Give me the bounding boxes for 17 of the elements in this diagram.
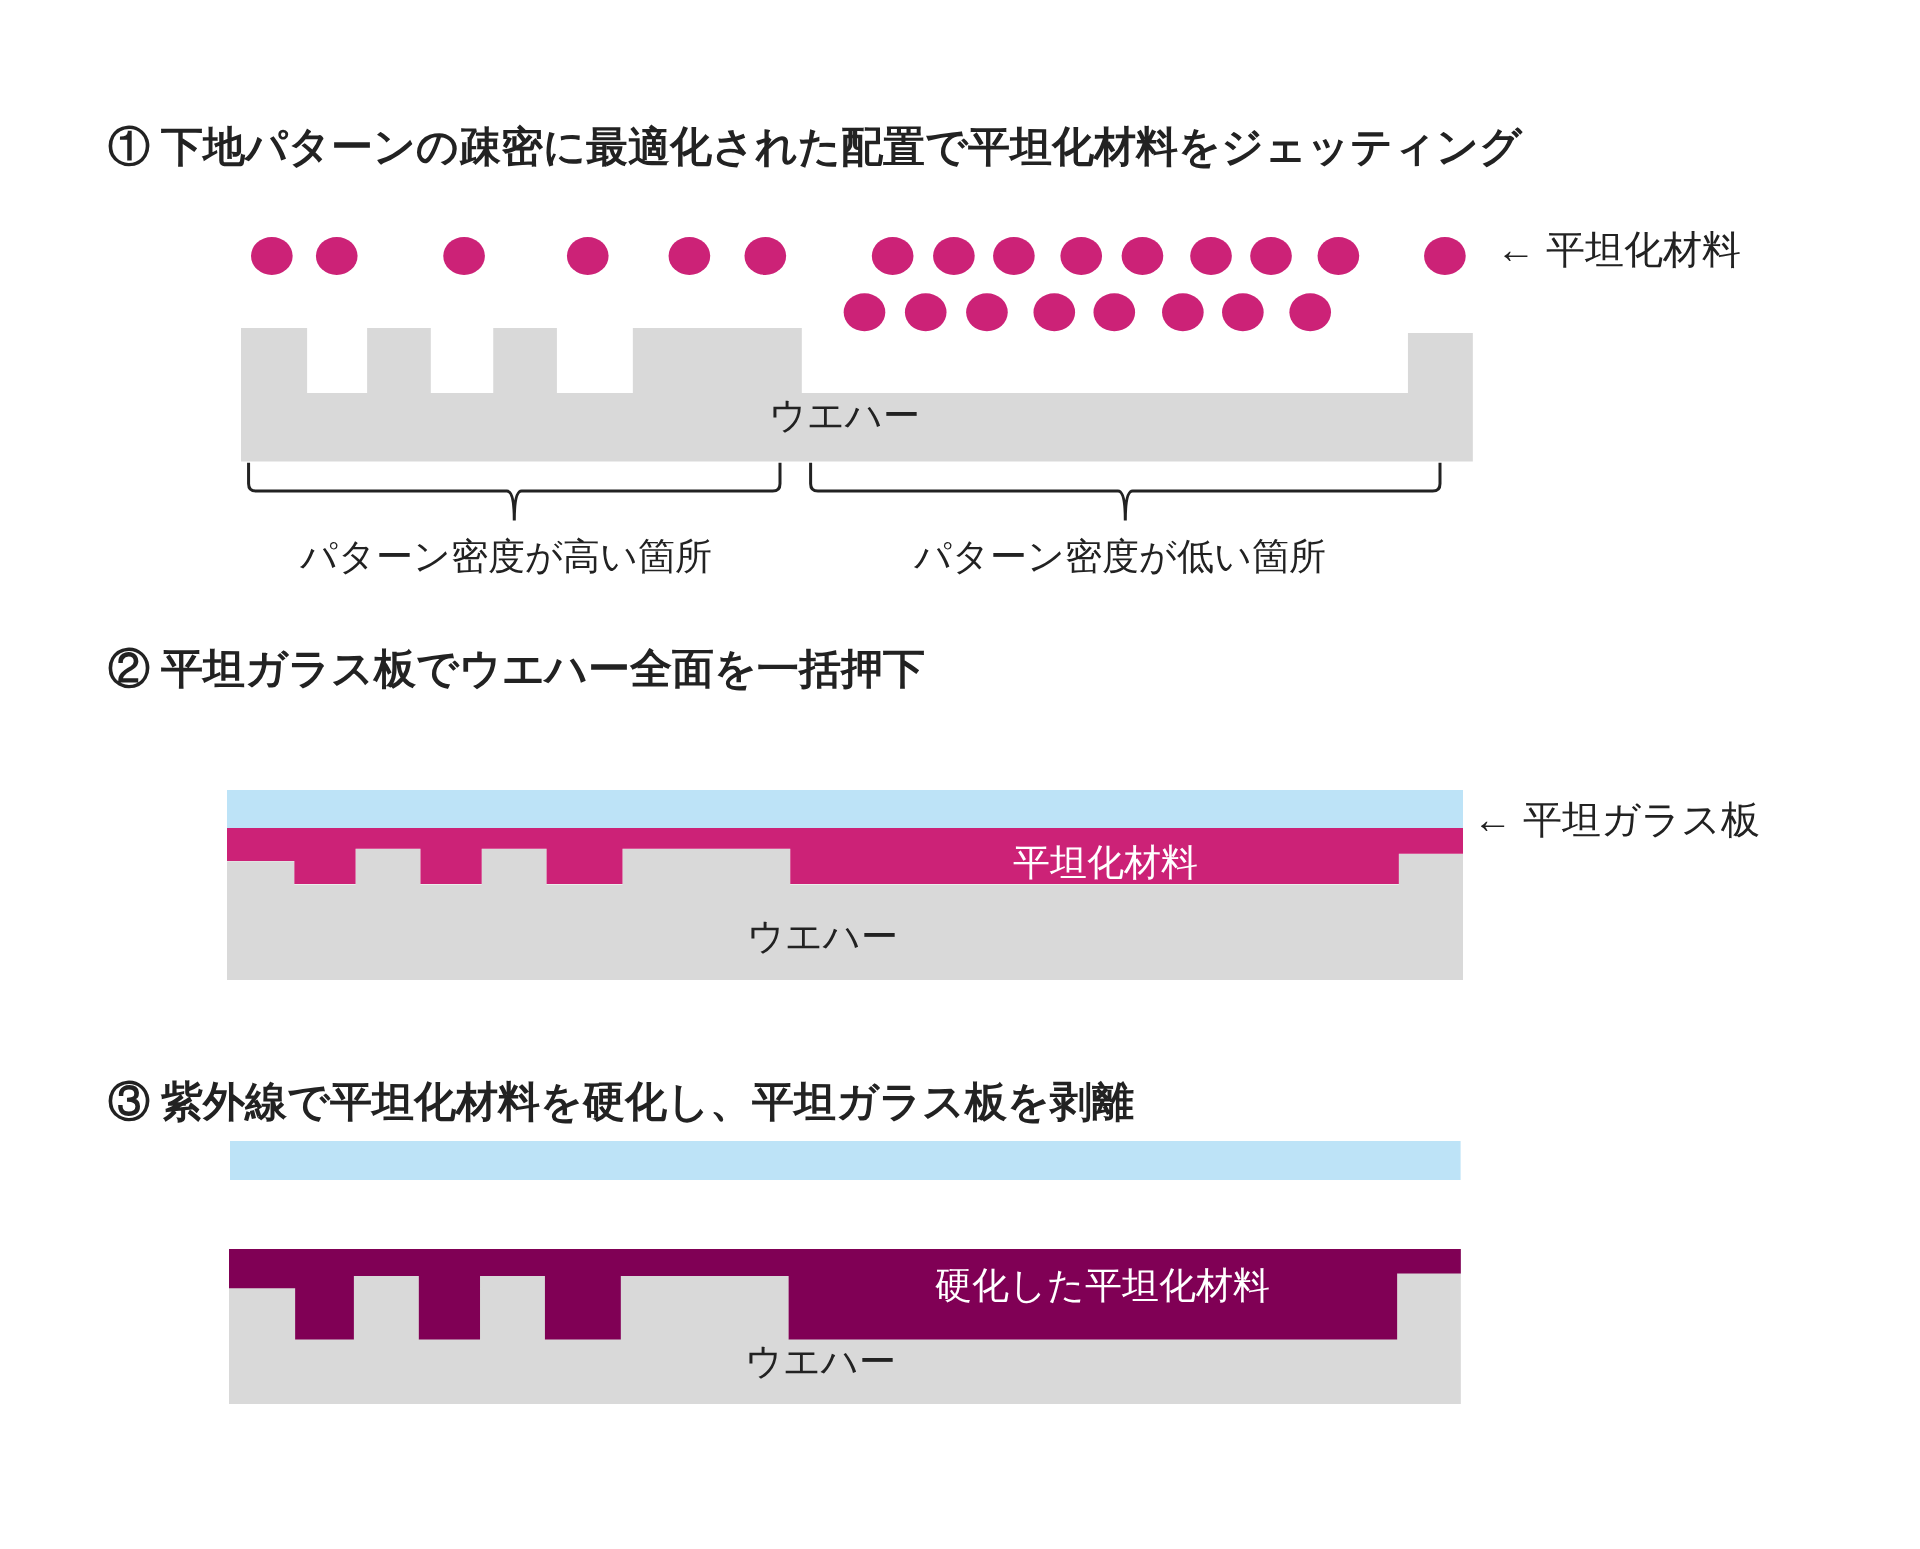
- step-heading: ② 平坦ガラス板でウエハー全面を一括押下: [107, 643, 926, 694]
- step-heading: ① 下地パターンの疎密に最適化された配置で平坦化材料をジェッティング: [107, 121, 1523, 172]
- wafer-cross-section: [241, 328, 1474, 462]
- layer-label: 平坦化材料: [1013, 840, 1199, 885]
- layer-label: 硬化した平坦化材料: [934, 1263, 1270, 1308]
- callout-label: ← 平坦ガラス板: [1473, 797, 1761, 844]
- glass-plate: [226, 789, 1464, 828]
- cured-planarization-layer: [228, 1248, 1461, 1340]
- planarization-layer: [226, 827, 1464, 885]
- layer-label: ウエハー: [744, 1339, 896, 1384]
- layer-label: ウエハー: [769, 393, 921, 438]
- region-label: パターン密度が高い箇所: [299, 534, 712, 579]
- glass-plate: [230, 1141, 1461, 1181]
- layer-label: ウエハー: [747, 914, 899, 959]
- region-label: パターン密度が低い箇所: [914, 534, 1327, 579]
- callout-label: ← 平坦化材料: [1496, 226, 1742, 273]
- step-heading: ③ 紫外線で平坦化材料を硬化し、平坦ガラス板を剥離: [107, 1077, 1135, 1128]
